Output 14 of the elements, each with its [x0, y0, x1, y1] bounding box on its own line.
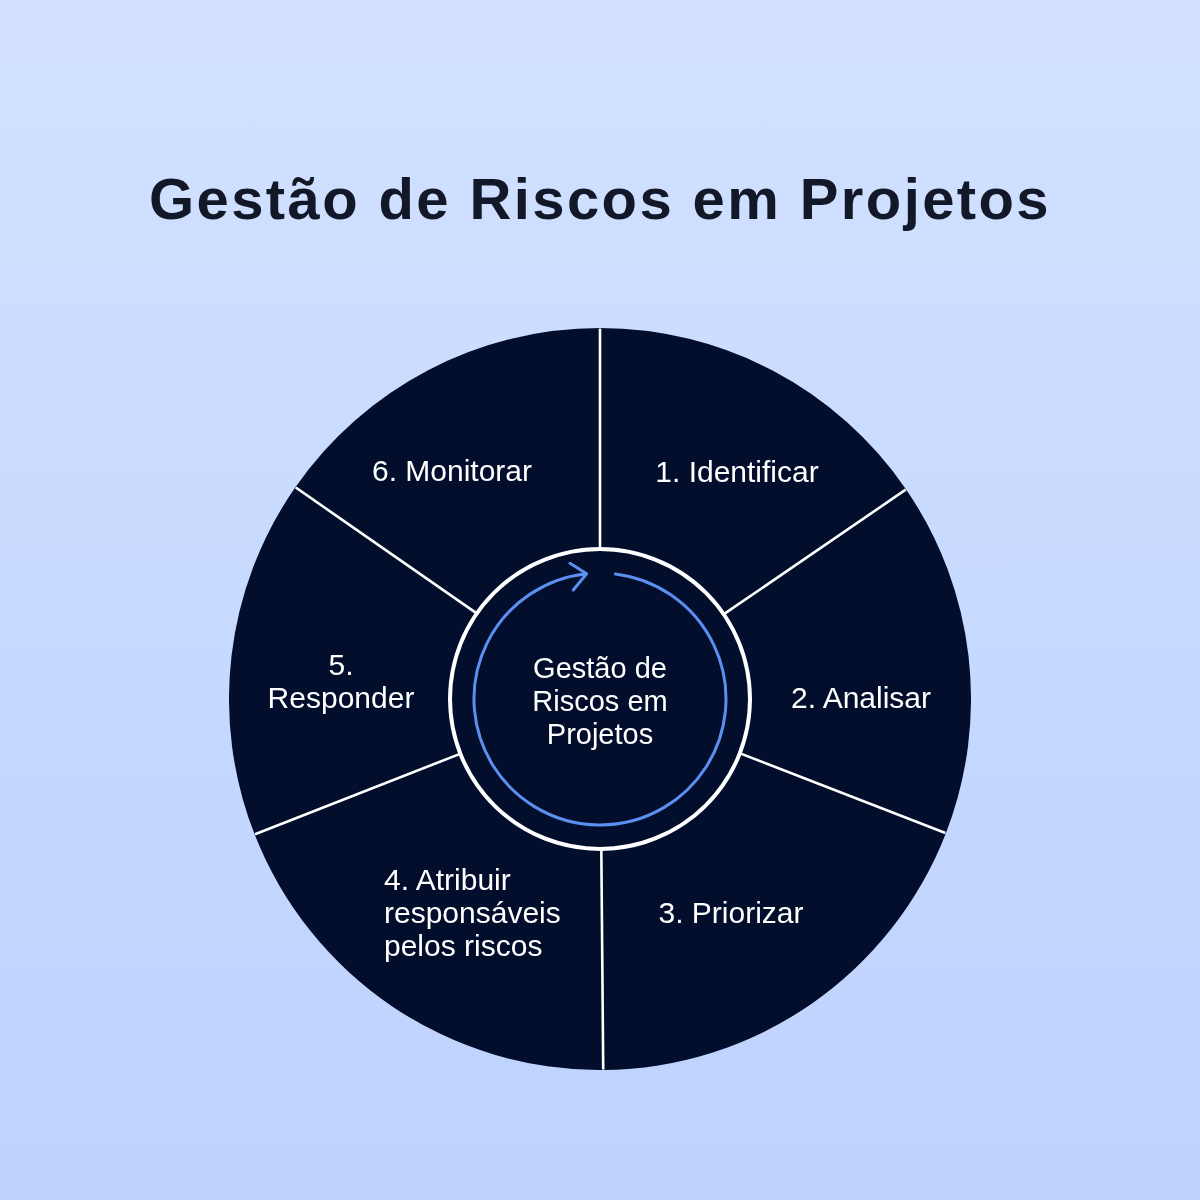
step-label: 4. Atribuir responsáveis pelos riscos [384, 862, 562, 962]
center-label: Gestão de Riscos em Projetos [531, 651, 669, 751]
ring-segment [295, 328, 600, 613]
ring-segment [254, 754, 604, 1070]
step-label: 2. Analisar [790, 680, 932, 714]
title: Gestão de Riscos em Projetos [148, 165, 1052, 233]
ring-segment [229, 487, 476, 835]
step-label: 5. Responder [266, 648, 416, 714]
step-label: 3. Priorizar [658, 895, 804, 929]
ring-segment [601, 753, 946, 1070]
ring-segment [725, 489, 971, 834]
step-label: 6. Monitorar [371, 453, 533, 487]
ring-segment [600, 328, 907, 614]
step-label: 1. Identificar [655, 454, 819, 488]
